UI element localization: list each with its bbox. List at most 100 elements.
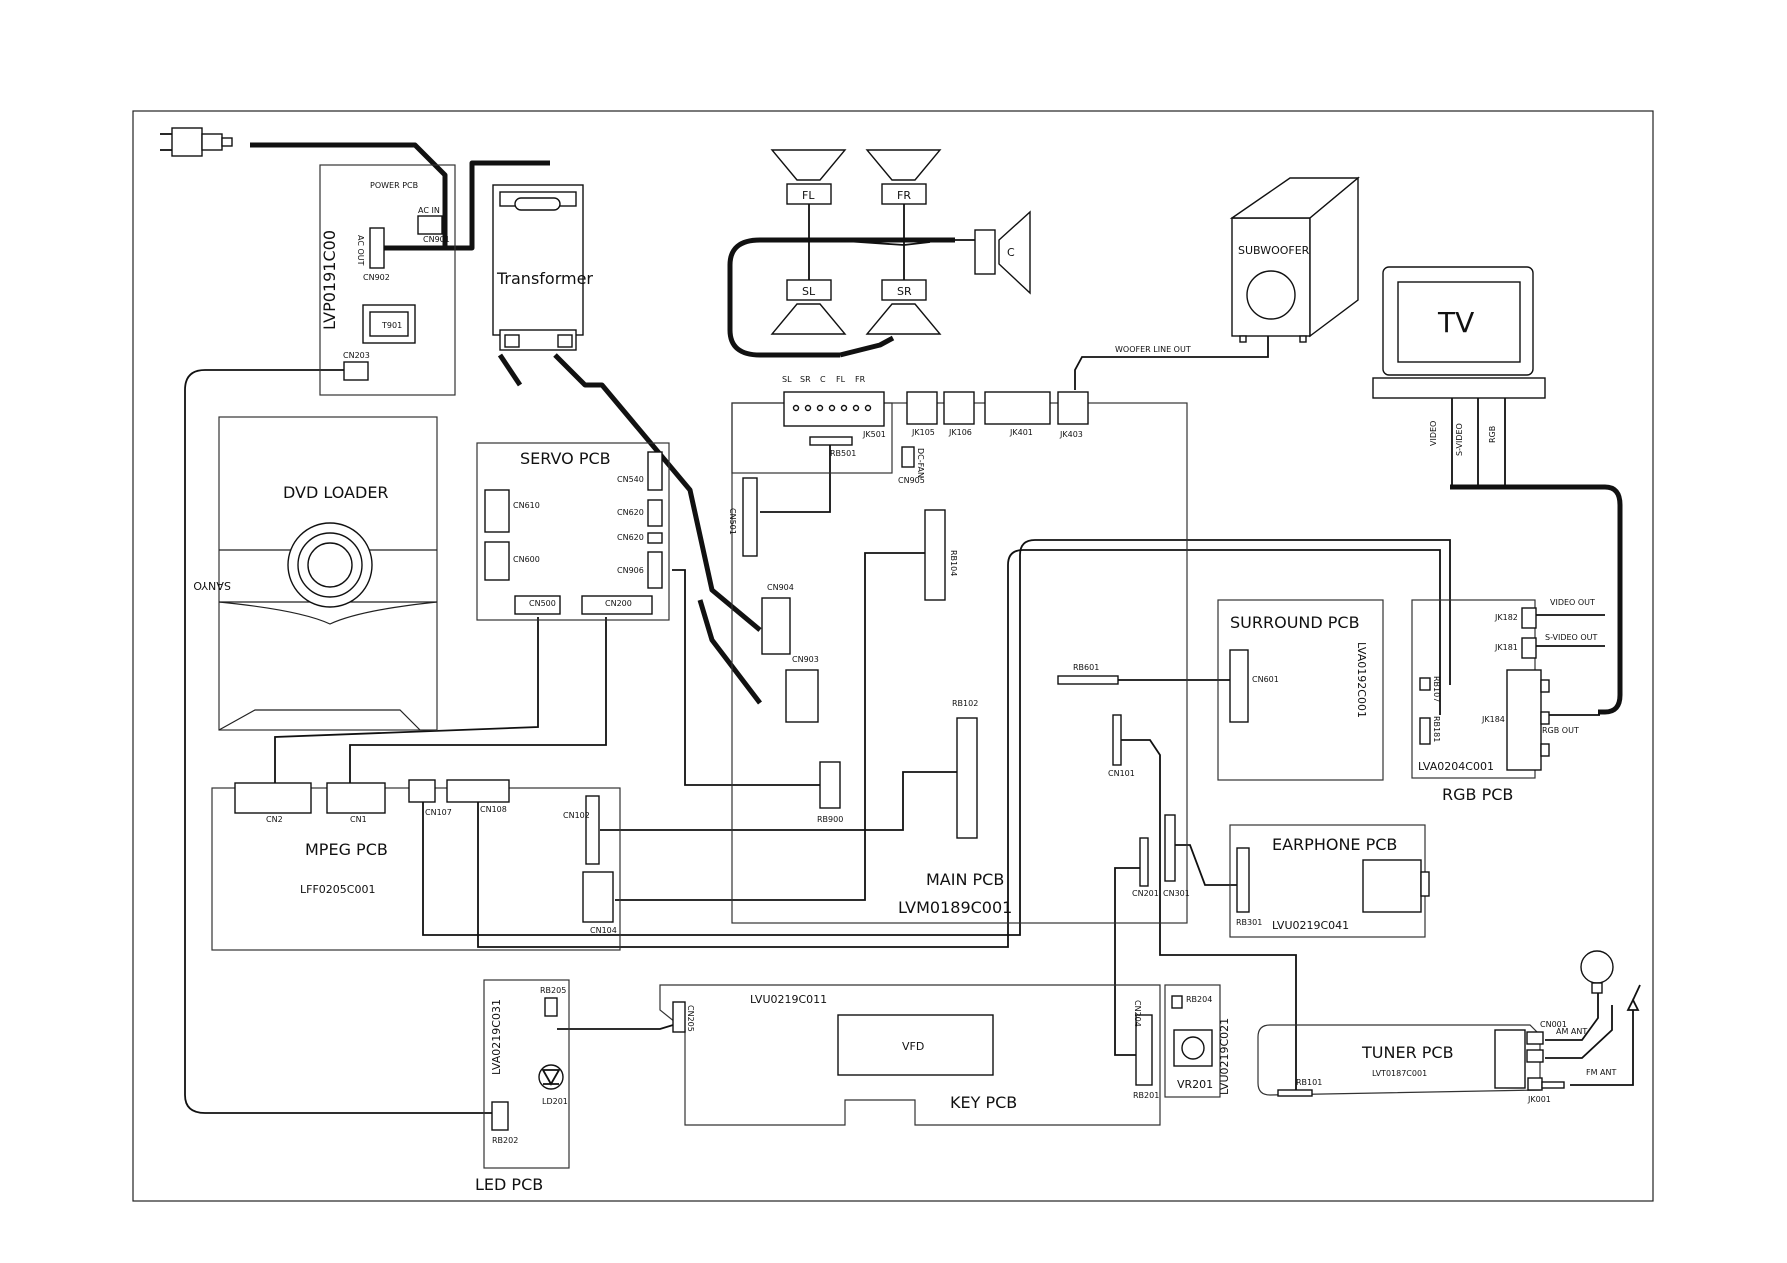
cn001-label: CN001	[1540, 1020, 1567, 1029]
jk001-label: JK001	[1527, 1095, 1551, 1104]
speaker-fl-label: FL	[802, 189, 815, 202]
rb601-label: RB601	[1073, 663, 1099, 672]
led-pcb-title: LED PCB	[475, 1175, 543, 1194]
dvd-loader-label: DVD LOADER	[283, 483, 389, 502]
led-pcb: LVA0219C031 RB205 LD201 RB202 LED PCB	[475, 979, 570, 1194]
subwoofer: SUBWOOFER WOOFER LINE OUT	[1115, 176, 1360, 354]
transformer: Transformer	[492, 184, 593, 351]
vfd-label: VFD	[902, 1040, 924, 1053]
earphone-pcb: EARPHONE PCB LVU0219C041 RB301	[1229, 824, 1430, 938]
cn203-label: CN203	[343, 351, 370, 360]
rb101-label: RB101	[1296, 1078, 1322, 1087]
surround-pcb-part: LVA0192C001	[1355, 642, 1368, 718]
ac-plug-icon	[160, 127, 233, 157]
servo-pcb-title: SERVO PCB	[520, 449, 611, 468]
rb201-label: RB201	[1133, 1091, 1159, 1100]
speaker-sl-label: SL	[802, 285, 816, 298]
cn904-label: CN904	[767, 583, 794, 592]
cn620a-label: CN620	[617, 508, 644, 517]
vr201-label: VR201	[1177, 1078, 1213, 1091]
cn108-label: CN108	[480, 805, 507, 814]
jk-c-label: C	[820, 375, 826, 384]
key-pcb: LVU0219C011 KEY PCB VFD CN205 CN204 RB20…	[659, 984, 1161, 1126]
vfd-display	[837, 1014, 994, 1076]
vr201-pcb: RB204 VR201 LVU0219C021	[1164, 984, 1231, 1098]
jk-fr-label: FR	[855, 375, 866, 384]
cn107-label: CN107	[425, 808, 452, 817]
jk501-pins	[792, 404, 872, 412]
rb205-label: RB205	[540, 986, 566, 995]
rb301-label: RB301	[1236, 918, 1262, 927]
speaker-sr: SR	[865, 279, 942, 335]
tv-rgb-label: RGB	[1488, 426, 1497, 443]
earphone-pcb-title: EARPHONE PCB	[1272, 835, 1397, 854]
video-out-label: VIDEO OUT	[1550, 598, 1595, 607]
diagram-frame	[132, 110, 1654, 1202]
cn902-label: CN902	[363, 273, 390, 282]
rb104-label: RB104	[949, 550, 958, 576]
key-pcb-title: KEY PCB	[950, 1093, 1017, 1112]
cn205-label: CN205	[686, 1005, 695, 1032]
cn501-label: CN501	[728, 508, 737, 535]
rb181-label: RB181	[1432, 716, 1441, 742]
svideo-out-label: S-VIDEO OUT	[1545, 633, 1598, 642]
tv-svideo-label: S-VIDEO	[1455, 423, 1464, 456]
rgb-out-label: RGB OUT	[1542, 726, 1579, 735]
speaker-wires	[808, 204, 975, 280]
speaker-sr-label: SR	[897, 285, 912, 298]
main-pcb-part: LVM0189C001	[898, 898, 1012, 917]
jk-sl-label: SL	[782, 375, 792, 384]
main-pcb-title: MAIN PCB	[926, 870, 1004, 889]
ac-out-label: AC OUT	[356, 235, 365, 266]
cn600-label: CN600	[513, 555, 540, 564]
surround-pcb: SURROUND PCB LVA0192C001 CN601	[1217, 599, 1384, 781]
jk181-label: JK181	[1494, 643, 1518, 652]
ld201-label: LD201	[542, 1097, 568, 1106]
cn101-label: CN101	[1108, 769, 1135, 778]
tuner-pcb-part: LVT0187C001	[1372, 1069, 1427, 1078]
mpeg-pcb: CN2 CN1 CN107 CN108 CN102 CN104 MPEG PCB…	[211, 779, 621, 951]
cn104-label: CN104	[590, 926, 617, 935]
cn906-label: CN906	[617, 566, 644, 575]
tv-video-label: VIDEO	[1429, 421, 1438, 446]
rgb-pcb: LVA0204C001 RGB PCB JK182 JK181 JK184 RB…	[1411, 598, 1598, 804]
cn620b-label: CN620	[617, 533, 644, 542]
jk182-label: JK182	[1494, 613, 1518, 622]
cn500-label: CN500	[529, 599, 556, 608]
speaker-sl: SL	[770, 279, 847, 335]
cn540-label: CN540	[617, 475, 644, 484]
cn204-label: CN204	[1133, 1000, 1142, 1027]
tv-label: TV	[1437, 306, 1474, 339]
cn203-connector	[343, 361, 369, 381]
fm-antenna-icon	[1626, 984, 1641, 1040]
dvd-loader: DVD LOADER SANYO	[193, 416, 438, 731]
mpeg-pcb-title: MPEG PCB	[305, 840, 388, 859]
rb900-label: RB900	[817, 815, 843, 824]
cn201-label: CN201	[1132, 889, 1159, 898]
woofer-line-out-label: WOOFER LINE OUT	[1115, 345, 1191, 354]
speaker-fr-label: FR	[897, 189, 911, 202]
jk184-label: JK184	[1481, 715, 1505, 724]
cn902-connector	[369, 227, 385, 269]
cn903-label: CN903	[792, 655, 819, 664]
mpeg-pcb-part: LFF0205C001	[300, 883, 375, 896]
fm-ant-label: FM ANT	[1586, 1068, 1617, 1077]
surround-pcb-title: SURROUND PCB	[1230, 613, 1360, 632]
power-pcb-title: POWER PCB	[370, 181, 418, 190]
speaker-fr: FR	[865, 149, 942, 205]
speaker-fl: FL	[770, 149, 847, 205]
transformer-label: Transformer	[496, 269, 593, 288]
thick-wire-harnesses	[250, 142, 1623, 715]
earphone-pcb-part: LVU0219C041	[1272, 919, 1349, 932]
dc-fan-label: DC-FAN	[916, 448, 925, 478]
cn1-label: CN1	[350, 815, 367, 824]
key-pcb-part: LVU0219C011	[750, 993, 827, 1006]
cn901-label: CN901	[423, 235, 450, 244]
speaker-c: C	[974, 210, 1031, 295]
tv: TV VIDEO S-VIDEO RGB	[1372, 266, 1546, 456]
am-antenna-icon	[1580, 950, 1614, 994]
tuner-pcb-title: TUNER PCB	[1361, 1043, 1454, 1062]
thin-wires	[184, 336, 1634, 1114]
cn901-connector	[417, 215, 443, 235]
jk105-label: JK105	[911, 428, 935, 437]
